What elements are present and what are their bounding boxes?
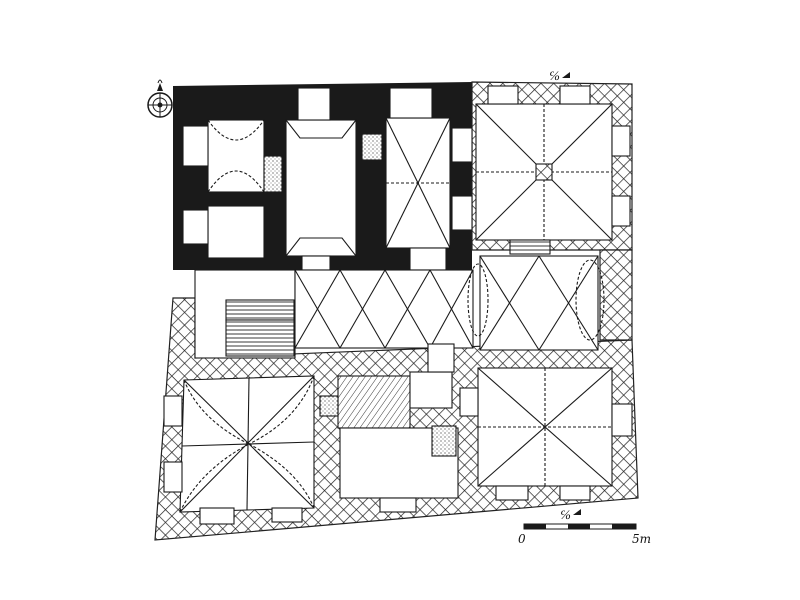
compass-rose-icon	[147, 79, 173, 118]
svg-text:℅: ℅	[549, 69, 560, 84]
scale-bar: 0 5m	[518, 523, 651, 546]
room-southwest-star-vault	[163, 375, 315, 525]
room-south-center	[319, 343, 459, 513]
room-east-middle	[467, 255, 605, 351]
room-northeast	[475, 85, 631, 255]
scale-start-label: 0	[518, 532, 526, 546]
room-north-1	[182, 119, 283, 259]
svg-text:℅: ℅	[560, 508, 571, 523]
section-mark-top: ℅	[549, 69, 570, 84]
section-mark-bottom: ℅	[560, 508, 581, 523]
scale-end-label: 5m	[632, 532, 651, 546]
room-southeast	[459, 367, 633, 501]
corridor-middle	[194, 269, 474, 359]
room-north-3	[385, 87, 473, 271]
section-arrow-icon	[562, 72, 570, 78]
section-arrow-icon	[573, 509, 581, 515]
room-north-2	[285, 87, 383, 271]
